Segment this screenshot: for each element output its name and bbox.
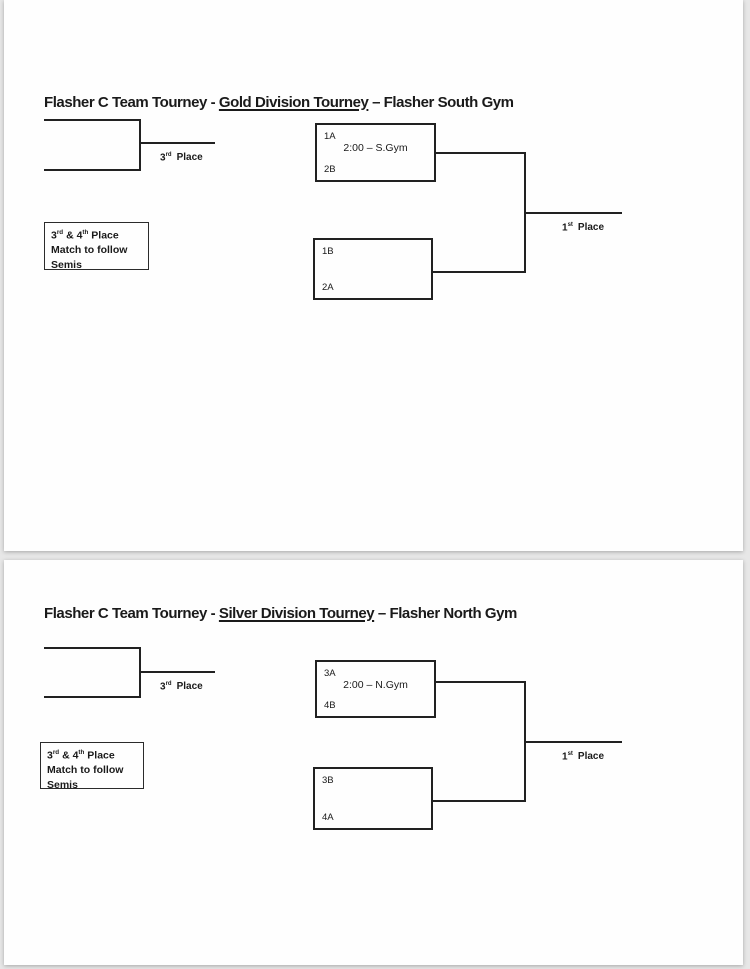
seed-label-bottom: 4B <box>324 700 336 711</box>
seed-label-top: 3A <box>324 668 336 679</box>
page-title: Flasher C Team Tourney - Silver Division… <box>44 605 517 622</box>
place-ordinal-suffix: rd <box>165 681 172 687</box>
third-place-label: 3rd Place <box>160 681 203 692</box>
title-division-underlined: Silver Division Tourney <box>218 605 375 622</box>
info-line-2: Match to follow <box>47 764 124 776</box>
info-sup: th <box>78 749 85 756</box>
info-text: 3 <box>51 229 57 242</box>
place-word: Place <box>577 751 605 763</box>
final-connector-bottom <box>433 800 526 802</box>
info-sup: th <box>82 229 89 236</box>
place-word: Place <box>176 681 203 693</box>
consolation-bottom-line <box>44 169 141 171</box>
place-ordinal-suffix: st <box>567 751 573 757</box>
consolation-info-box: 3rd & 4th Place Match to follow Semis <box>40 742 144 791</box>
consolation-output-line <box>141 671 215 673</box>
final-output-line <box>524 741 622 743</box>
place-number: 3 <box>160 681 166 693</box>
consolation-vertical-line <box>139 119 141 171</box>
final-connector-top <box>436 152 526 154</box>
page-silver-division: Flasher C Team Tourney - Silver Division… <box>4 560 743 965</box>
seed-label-bottom: 2B <box>324 164 336 175</box>
title-suffix: – Flasher South Gym <box>368 94 514 111</box>
first-place-label: 1st Place <box>562 751 604 762</box>
seed-label-bottom: 4A <box>322 812 334 823</box>
page-gold-division: Flasher C Team Tourney - Gold Division T… <box>4 0 743 551</box>
consolation-top-line <box>44 119 141 121</box>
consolation-output-line <box>141 142 215 144</box>
page-title: Flasher C Team Tourney - Gold Division T… <box>44 94 514 111</box>
final-connector-top <box>436 681 526 683</box>
info-text: & 4 <box>63 229 83 242</box>
title-prefix: Flasher C Team Tourney - <box>44 605 219 622</box>
first-place-label: 1st Place <box>562 222 604 233</box>
match-time-label: 2:00 – S.Gym <box>343 142 408 154</box>
place-word: Place <box>176 152 203 164</box>
info-sup: rd <box>56 229 64 236</box>
place-word: Place <box>577 222 605 234</box>
info-text: & 4 <box>59 749 79 762</box>
info-line-1: 3rd & 4th Place <box>51 226 144 243</box>
semifinal-match-box-top: 3A 2:00 – N.Gym 4B <box>315 660 436 718</box>
place-ordinal-suffix: rd <box>165 152 172 158</box>
seed-label-bottom: 2A <box>322 282 334 293</box>
semifinal-match-box-bottom: 3B 4A <box>313 767 433 830</box>
consolation-top-line <box>44 647 141 649</box>
consolation-info-box: 3rd & 4th Place Match to follow Semis <box>44 222 149 271</box>
title-suffix: – Flasher North Gym <box>374 605 517 622</box>
seed-label-top: 1A <box>324 131 336 142</box>
match-time-label: 2:00 – N.Gym <box>343 679 408 691</box>
place-number: 3 <box>160 152 166 164</box>
info-text: 3 <box>47 749 53 762</box>
third-place-label: 3rd Place <box>160 152 203 163</box>
info-line-2: Match to follow <box>51 244 128 256</box>
consolation-bottom-line <box>44 696 141 698</box>
seed-label-top: 3B <box>322 775 334 786</box>
info-text: Place <box>84 749 115 762</box>
info-line-3: Semis <box>51 258 82 271</box>
seed-label-top: 1B <box>322 246 334 257</box>
place-ordinal-suffix: st <box>567 222 573 228</box>
final-output-line <box>524 212 622 214</box>
info-line-3: Semis <box>47 778 78 791</box>
info-line-1: 3rd & 4th Place <box>47 746 139 763</box>
title-division-underlined: Gold Division Tourney <box>218 94 369 111</box>
info-text: Place <box>88 229 119 242</box>
final-connector-bottom <box>433 271 526 273</box>
title-prefix: Flasher C Team Tourney - <box>44 94 219 111</box>
place-number: 1 <box>562 751 568 763</box>
semifinal-match-box-top: 1A 2:00 – S.Gym 2B <box>315 123 436 182</box>
place-number: 1 <box>562 222 568 234</box>
semifinal-match-box-bottom: 1B 2A <box>313 238 433 300</box>
info-sup: rd <box>52 749 60 756</box>
consolation-vertical-line <box>139 647 141 698</box>
